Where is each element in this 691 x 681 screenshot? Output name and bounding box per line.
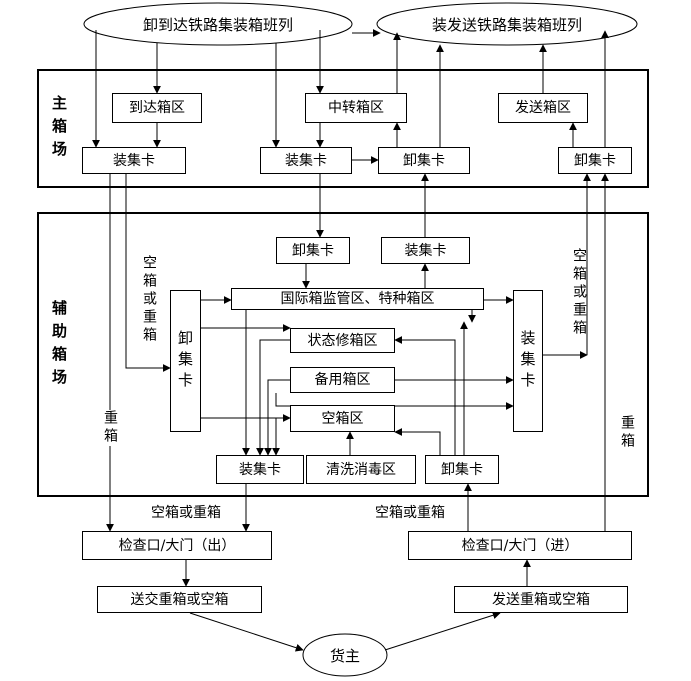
dispatch-area-box: 发送箱区 [498,93,588,123]
empty-or-loaded-out-label: 空箱或重箱 [151,505,221,521]
loaded-right-label: 重箱 [619,415,635,451]
empty-or-loaded-right-label: 空箱或重箱 [571,248,587,338]
aux-load-truck-bottom: 装集卡 [216,455,304,484]
arrive-schedule-ellipse [83,2,353,46]
gate-in-box: 检查口/大门（进） [408,531,632,560]
gate-out-box: 检查口/大门（出） [82,531,272,560]
customs-special-area-box: 国际箱监管区、特种箱区 [231,288,484,310]
depart-schedule-label: 装发送铁路集装箱班列 [431,15,582,34]
deliver-out-box: 送交重箱或空箱 [97,586,262,613]
wash-area-box: 清洗消毒区 [306,455,416,484]
arrive-schedule-label: 卸到达铁路集装箱班列 [142,15,293,34]
send-in-box: 发送重箱或空箱 [454,586,628,613]
shipper-label: 货主 [329,646,360,665]
empty-or-loaded-left-label: 空箱或重箱 [141,255,157,345]
main-unload-truck-1: 卸集卡 [378,147,470,174]
aux-load-truck-right: 装集卡 [513,290,543,432]
arrival-area-box: 到达箱区 [112,93,202,123]
main-yard-label: 主箱场 [50,95,68,164]
aux-yard-label: 辅助箱场 [50,300,68,392]
empty-area-box: 空箱区 [290,405,395,432]
repair-area-box: 状态修箱区 [290,328,395,353]
loaded-left-label: 重箱 [102,410,118,446]
aux-yard-frame [37,212,649,497]
main-unload-truck-2: 卸集卡 [558,147,632,174]
main-yard-frame [37,69,649,188]
reserve-area-box: 备用箱区 [290,367,395,393]
aux-unload-truck-bottom: 卸集卡 [425,455,499,484]
shipper-ellipse [302,633,388,677]
empty-or-loaded-in-label: 空箱或重箱 [375,505,445,521]
main-load-truck-2: 装集卡 [260,147,352,174]
transfer-area-box: 中转箱区 [305,93,407,123]
main-load-truck-1: 装集卡 [82,147,186,174]
aux-unload-truck-left: 卸集卡 [170,290,201,432]
depart-schedule-ellipse [376,2,638,46]
aux-unload-truck-top: 卸集卡 [276,237,350,264]
aux-load-truck-top: 装集卡 [381,237,470,264]
